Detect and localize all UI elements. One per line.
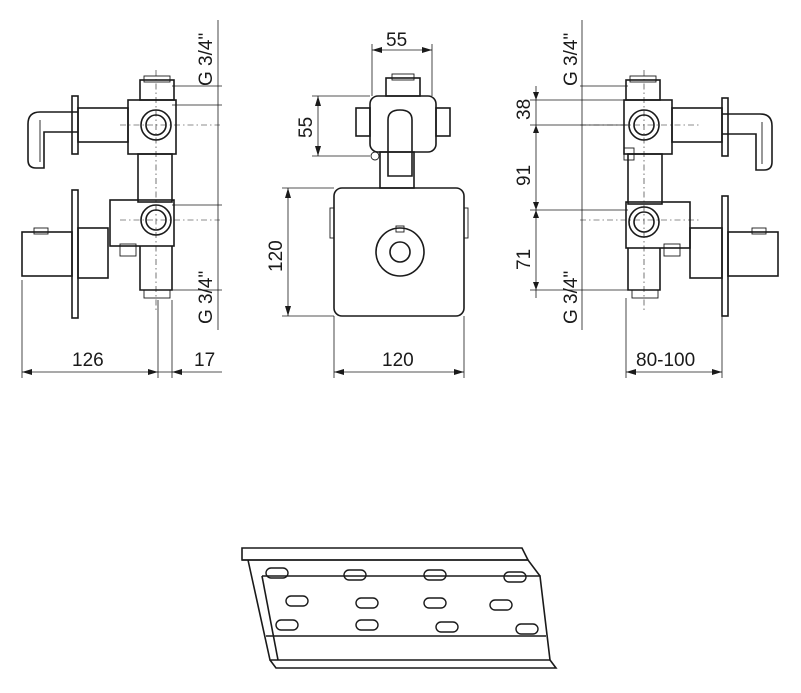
center-dim-plate-height: 120 xyxy=(266,240,287,272)
left-dim-offset: 17 xyxy=(194,350,215,371)
right-thread-bottom-label: G 3/4" xyxy=(561,271,582,324)
center-dim-top-width: 55 xyxy=(386,30,407,51)
right-thread-top-label: G 3/4" xyxy=(561,33,582,86)
left-dim-width: 126 xyxy=(72,350,104,371)
left-thread-bottom-label: G 3/4" xyxy=(196,271,217,324)
left-thread-top-label: G 3/4" xyxy=(196,33,217,86)
center-front-view: 55 55 120 120 xyxy=(266,30,469,378)
center-dim-top-height: 55 xyxy=(296,117,317,138)
right-side-view: G 3/4" G 3/4" 38 91 71 80-100 xyxy=(514,20,779,378)
center-dim-plate-width: 120 xyxy=(382,350,414,371)
right-dim-depth: 80-100 xyxy=(636,350,695,371)
right-dim-spacing-c: 71 xyxy=(514,249,535,270)
right-dim-spacing-b: 91 xyxy=(514,165,535,186)
right-dim-spacing-a: 38 xyxy=(514,99,535,120)
left-side-view: G 3/4" G 3/4" 126 17 xyxy=(21,20,222,378)
mounting-rail xyxy=(241,547,558,669)
